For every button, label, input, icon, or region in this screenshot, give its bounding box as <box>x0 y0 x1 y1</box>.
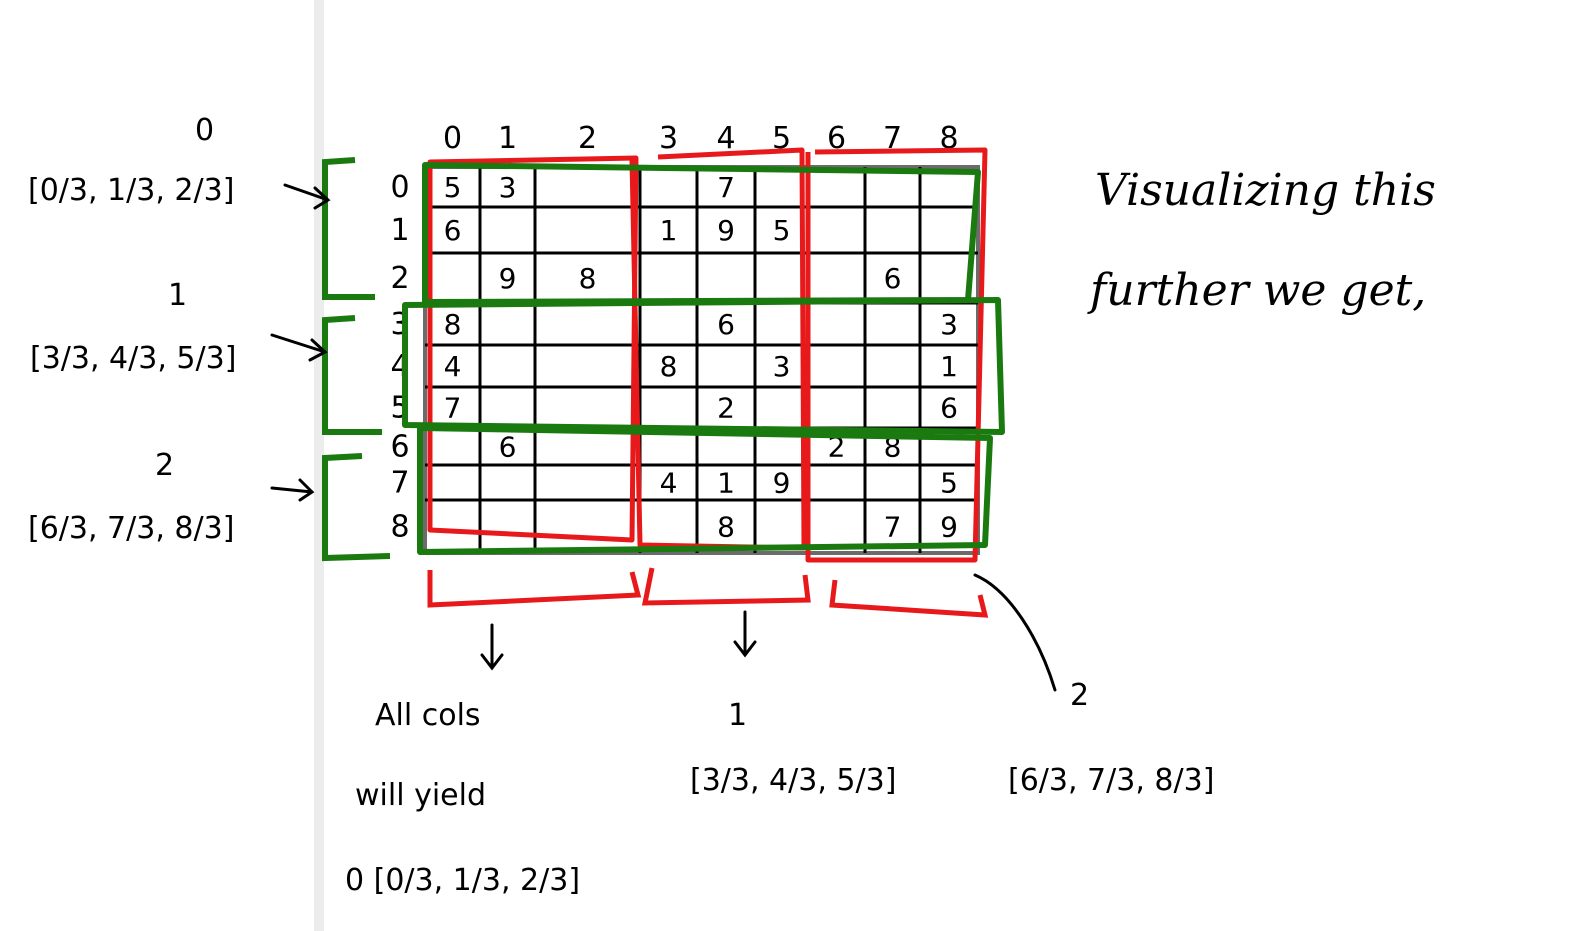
brackets <box>270 157 1057 692</box>
col-group-0: All cols will yield 0 [0/3, 1/3, 2/3] <box>345 698 580 898</box>
row-arrow-0 <box>283 183 331 210</box>
column-label: 3 <box>659 121 678 156</box>
row-group-2-index: 2 <box>155 448 174 483</box>
row-label: 7 <box>390 466 409 501</box>
group-boxes <box>402 147 1005 563</box>
row-group-0-fractions: [0/3, 1/3, 2/3] <box>28 173 234 208</box>
row-label: 1 <box>390 213 409 248</box>
grid-cell-value: 2 <box>717 392 735 425</box>
col-group-1: 1 [3/3, 4/3, 5/3] <box>690 698 896 798</box>
col-box-2 <box>805 147 988 563</box>
col-arrow-0 <box>480 623 504 671</box>
row-group-1-index: 1 <box>168 278 187 313</box>
column-label: 8 <box>939 121 958 156</box>
note-line-2: further we get, <box>1087 265 1426 316</box>
row-label: 2 <box>390 261 409 296</box>
row-group-2-fractions: [6/3, 7/3, 8/3] <box>28 511 234 546</box>
grid-cell-value: 6 <box>499 431 517 464</box>
column-label: 1 <box>498 121 517 156</box>
grid-cell-value: 3 <box>773 350 791 383</box>
grid-cell-value: 3 <box>499 171 517 204</box>
grid-cell-value: 3 <box>940 308 958 341</box>
row-group-1: 1 [3/3, 4/3, 5/3] <box>30 278 236 376</box>
column-label: 4 <box>716 121 735 156</box>
row-group-0-index: 0 <box>195 113 214 148</box>
row-bracket-1 <box>322 315 382 435</box>
grid-cell-value: 8 <box>660 350 678 383</box>
grid-cell-value: 6 <box>444 214 462 247</box>
col-bracket-1 <box>641 567 811 606</box>
grid-cell-value: 9 <box>717 214 735 247</box>
grid-cell-value: 4 <box>660 467 678 500</box>
row-group-1-fractions: [3/3, 4/3, 5/3] <box>30 341 236 376</box>
row-box-2 <box>417 425 993 555</box>
row-box-1 <box>402 297 1005 435</box>
row-bracket-2 <box>322 453 391 562</box>
grid-cell-value: 1 <box>717 467 735 500</box>
col-arrow-1 <box>733 610 757 658</box>
col-group-2-index: 2 <box>1070 678 1089 713</box>
column-label: 2 <box>578 121 597 156</box>
column-label: 5 <box>772 121 791 156</box>
note-line-1: Visualizing this <box>1095 165 1436 216</box>
grid-cell-value: 2 <box>828 431 846 464</box>
grid-cell-value: 9 <box>940 511 958 544</box>
sudoku-grid <box>423 165 980 555</box>
col-group-0-fractions: 0 [0/3, 1/3, 2/3] <box>345 863 580 898</box>
col-group-1-fractions: [3/3, 4/3, 5/3] <box>690 763 896 798</box>
row-label: 8 <box>390 510 409 545</box>
grid-cell-value: 7 <box>717 171 735 204</box>
grid-cell-value: 4 <box>444 350 462 383</box>
col-bracket-2 <box>829 579 989 618</box>
col-group-1-index: 1 <box>728 698 747 733</box>
row-bracket-0 <box>322 157 375 300</box>
col-arrow-2 <box>973 573 1057 692</box>
grid-cell-value: 9 <box>773 467 791 500</box>
grid-cell-value: 7 <box>884 511 902 544</box>
col-group-2: 2 [6/3, 7/3, 8/3] <box>1008 678 1214 798</box>
column-label: 0 <box>443 121 462 156</box>
grid-cell-value: 9 <box>499 262 517 295</box>
row-arrow-2 <box>270 478 315 502</box>
grid-cell-value: 1 <box>940 350 958 383</box>
row-group-2: 2 [6/3, 7/3, 8/3] <box>28 448 234 546</box>
col-group-2-fractions: [6/3, 7/3, 8/3] <box>1008 763 1214 798</box>
col-box-0 <box>427 155 639 543</box>
grid-cell-value: 8 <box>444 308 462 341</box>
grid-cell-value: 8 <box>579 262 597 295</box>
grid-cell-value: 7 <box>444 392 462 425</box>
row-group-0: 0 [0/3, 1/3, 2/3] <box>28 113 234 208</box>
row-label: 6 <box>390 430 409 465</box>
grid-cell-value: 1 <box>660 214 678 247</box>
grid-cell-value: 5 <box>444 171 462 204</box>
column-label: 7 <box>883 121 902 156</box>
grid-border <box>423 165 980 555</box>
grid-cell-value: 6 <box>717 308 735 341</box>
grid-cell-value: 5 <box>773 214 791 247</box>
grid-cell-value: 5 <box>940 467 958 500</box>
grid-cell-value: 6 <box>940 392 958 425</box>
column-label: 6 <box>827 121 846 156</box>
grid-cell-value: 8 <box>717 511 735 544</box>
col-bracket-0 <box>427 570 642 608</box>
col-group-0-prefix-1: All cols <box>375 698 481 733</box>
row-label: 0 <box>390 170 409 205</box>
left-margin-bar <box>314 0 324 931</box>
row-arrow-1 <box>270 333 328 362</box>
col-group-0-prefix-2: will yield <box>355 778 486 813</box>
grid-cell-value: 6 <box>884 262 902 295</box>
